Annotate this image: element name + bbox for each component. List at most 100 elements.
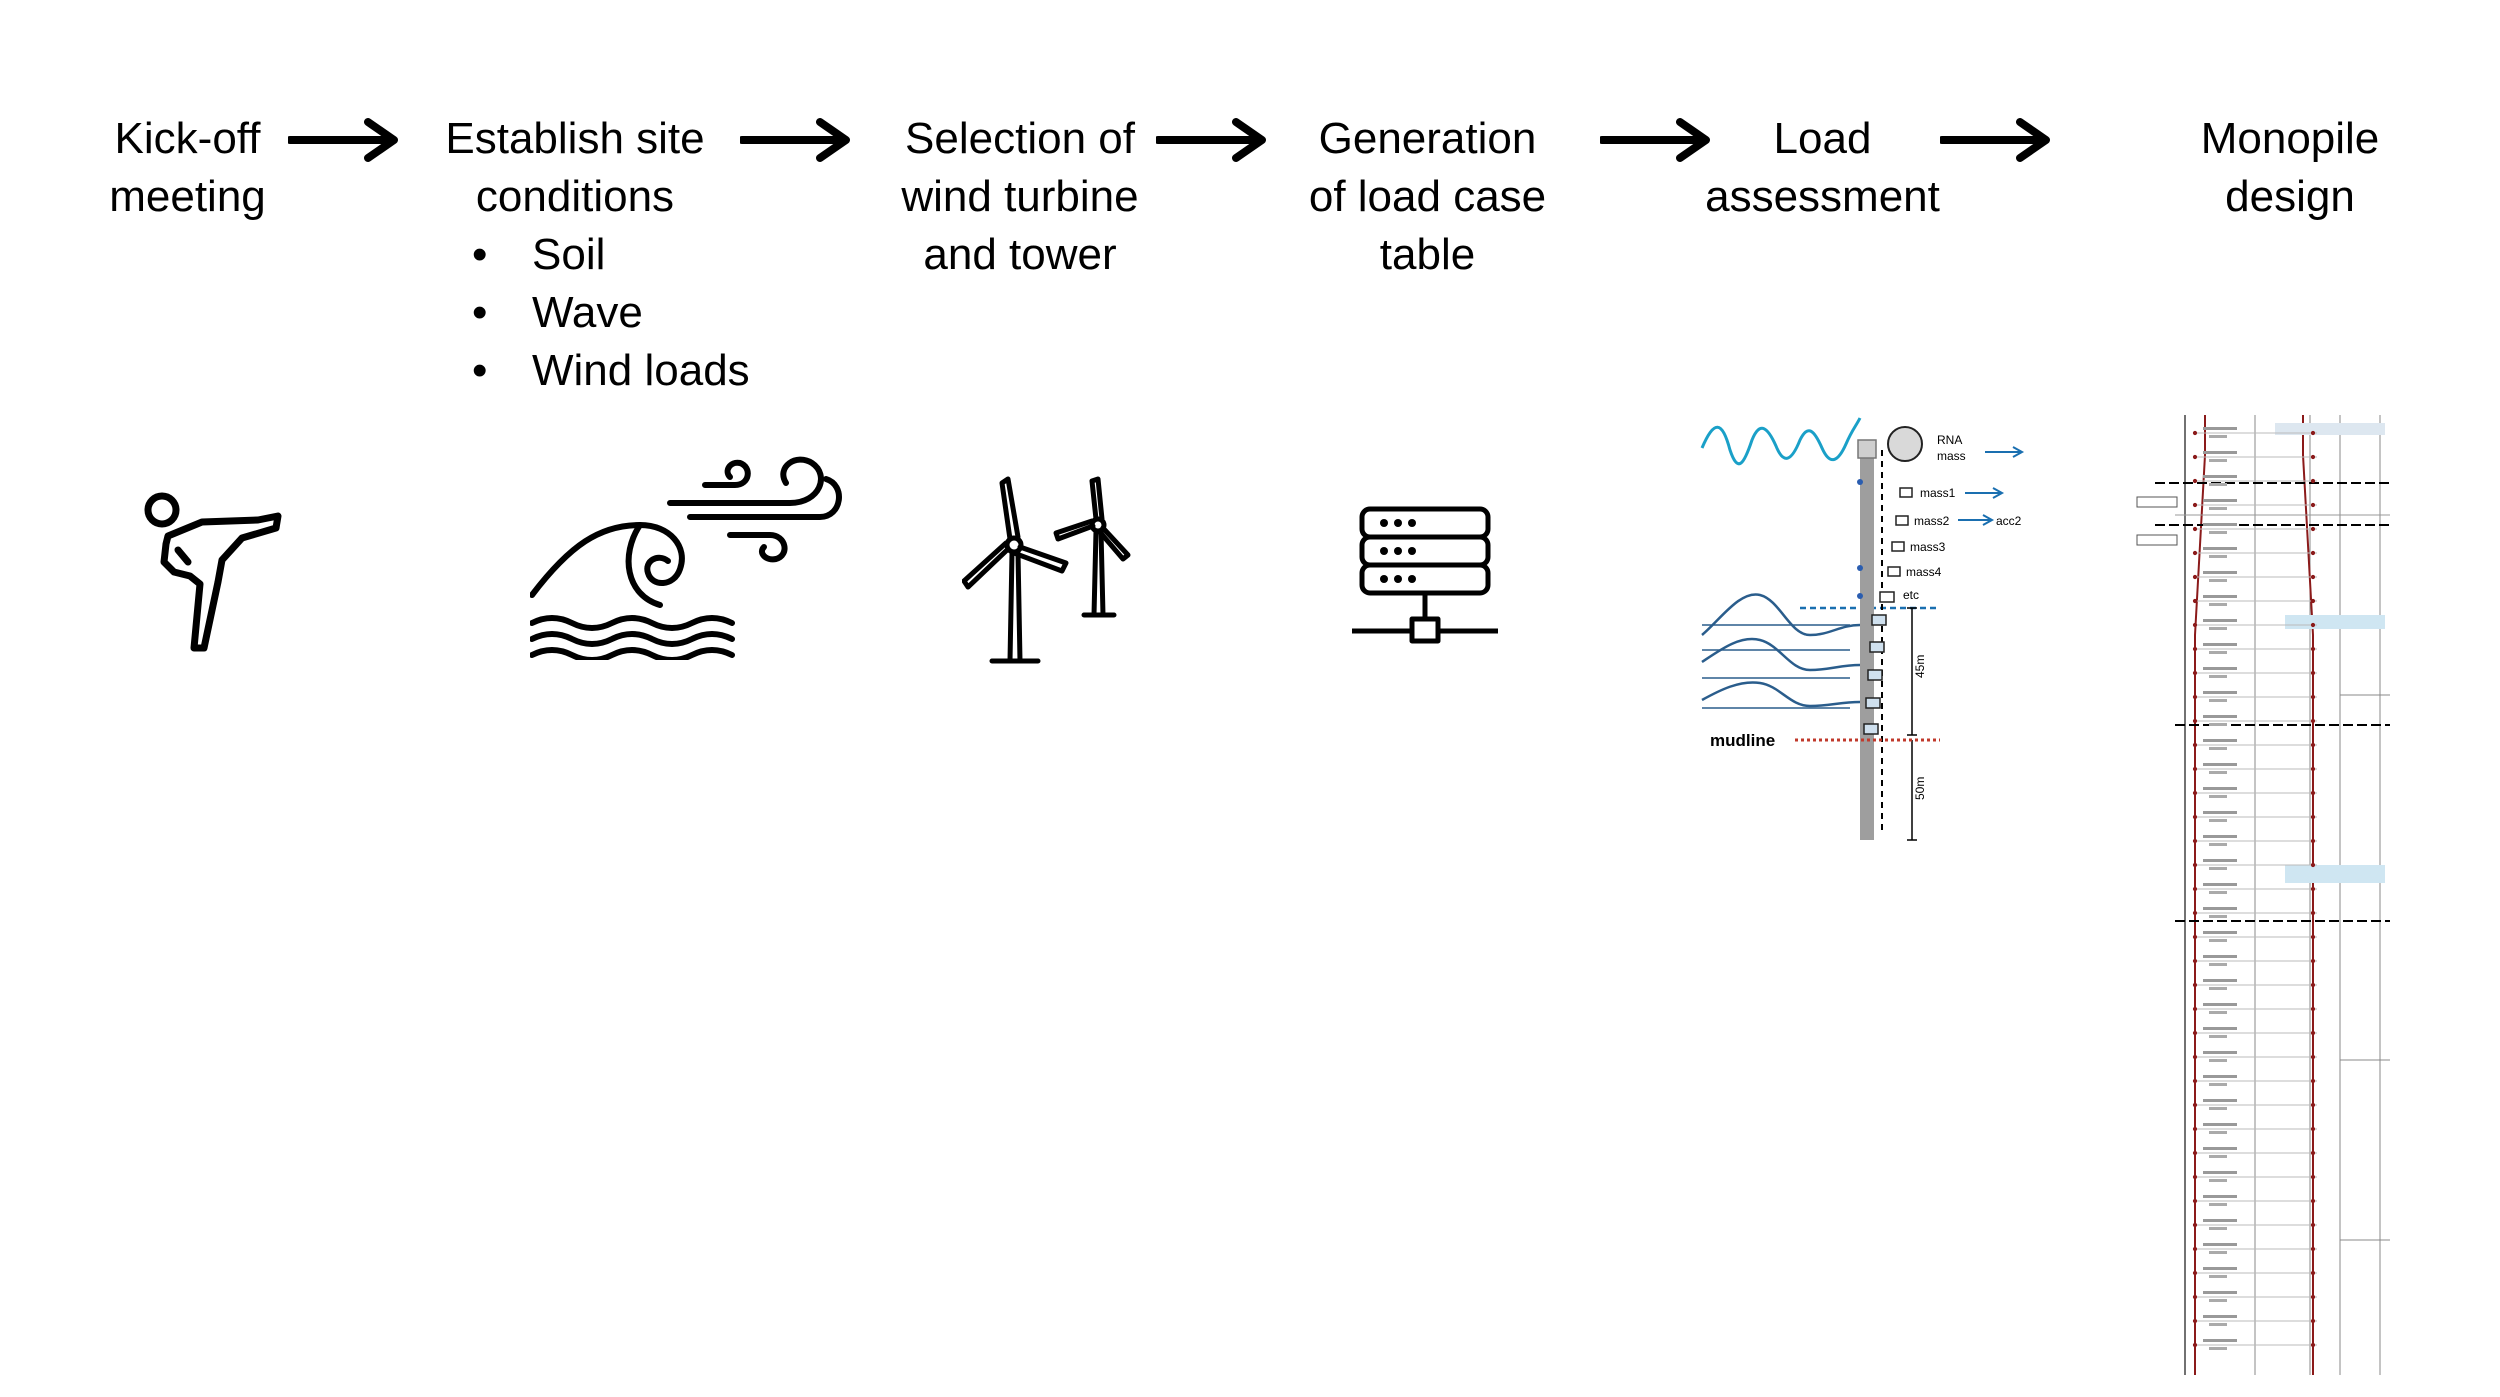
segment-node bbox=[2310, 670, 2316, 676]
segment-node bbox=[2192, 814, 2198, 820]
segment-node bbox=[2310, 1006, 2316, 1012]
segment-label-mark bbox=[2203, 763, 2237, 766]
segment-label-mark bbox=[2209, 1131, 2227, 1134]
segment-label-mark bbox=[2203, 619, 2237, 622]
segment-node bbox=[2192, 550, 2198, 556]
segment-node bbox=[2310, 1342, 2316, 1348]
embed-label: 50m bbox=[1913, 777, 1927, 800]
segment-label-mark bbox=[2209, 579, 2227, 582]
segment-node bbox=[2310, 694, 2316, 700]
segment-node bbox=[2310, 790, 2316, 796]
segment-node bbox=[2310, 862, 2316, 868]
wind-turbines-icon bbox=[962, 476, 1131, 664]
segment-label-mark bbox=[2203, 571, 2237, 574]
segment-node bbox=[2310, 1150, 2316, 1156]
segment-node bbox=[2192, 982, 2198, 988]
segment-label-mark bbox=[2203, 715, 2237, 718]
segment-label-mark bbox=[2209, 1155, 2227, 1158]
segment-node bbox=[2192, 1318, 2198, 1324]
arrow-2 bbox=[740, 118, 850, 162]
segment-label-mark bbox=[2209, 1323, 2227, 1326]
segment-node bbox=[2192, 934, 2198, 940]
segment-label-mark bbox=[2203, 955, 2237, 958]
segment-label-mark bbox=[2203, 787, 2237, 790]
segment-node bbox=[2192, 742, 2198, 748]
step-loadcase-line-2: of load case bbox=[1308, 172, 1547, 221]
step-load-assessment: Load assessment bbox=[1690, 110, 1955, 226]
segment-node bbox=[2192, 526, 2198, 532]
monopile-design-drawing bbox=[2136, 415, 2390, 1375]
step-load-line-2: assessment bbox=[1705, 172, 1940, 221]
segment-label-mark bbox=[2209, 1083, 2227, 1086]
kick-icon bbox=[144, 492, 282, 652]
segment-label-mark bbox=[2209, 1299, 2227, 1302]
segment-label-mark bbox=[2203, 1267, 2237, 1270]
segment-label-mark bbox=[2203, 1147, 2237, 1150]
segment-node bbox=[2192, 1078, 2198, 1084]
step-site-line-1: Establish site bbox=[445, 114, 705, 163]
segment-node bbox=[2310, 1222, 2316, 1228]
segment-label-mark bbox=[2203, 1099, 2237, 1102]
step-monopile-design: Monopile design bbox=[2175, 110, 2405, 226]
segment-label-mark bbox=[2209, 483, 2227, 486]
segment-label-mark bbox=[2209, 1203, 2227, 1206]
segment-label-mark bbox=[2203, 1051, 2237, 1054]
segment-node bbox=[2192, 910, 2198, 916]
segment-label-mark bbox=[2203, 499, 2237, 502]
segment-label-mark bbox=[2203, 1123, 2237, 1126]
segment-label-mark bbox=[2209, 459, 2227, 462]
segment-label-mark bbox=[2209, 795, 2227, 798]
segment-node bbox=[2192, 430, 2198, 436]
segment-node bbox=[2310, 742, 2316, 748]
segment-label-mark bbox=[2203, 811, 2237, 814]
wave-wind-icon bbox=[530, 456, 842, 660]
mudline-label: mudline bbox=[1710, 731, 1775, 750]
arrow-3 bbox=[1156, 118, 1266, 162]
bullet-wave: •Wave bbox=[472, 288, 643, 337]
segment-node bbox=[2310, 598, 2316, 604]
segment-label-mark bbox=[2203, 883, 2237, 886]
segment-node bbox=[2192, 1030, 2198, 1036]
segment-label-mark bbox=[2203, 1027, 2237, 1030]
segment-label-mark bbox=[2203, 1195, 2237, 1198]
segment-label-mark bbox=[2203, 1003, 2237, 1006]
segment-label-mark bbox=[2203, 451, 2237, 454]
bullet-soil: •Soil bbox=[472, 230, 606, 279]
segment-label-mark bbox=[2209, 675, 2227, 678]
segment-node bbox=[2310, 1030, 2316, 1036]
segment-node bbox=[2310, 1054, 2316, 1060]
segment-node bbox=[2192, 1006, 2198, 1012]
segment-label-mark bbox=[2209, 651, 2227, 654]
segment-node bbox=[2310, 958, 2316, 964]
segment-label-mark bbox=[2209, 627, 2227, 630]
arrow-5 bbox=[1940, 118, 2050, 162]
segment-node bbox=[2192, 1342, 2198, 1348]
segment-label-mark bbox=[2203, 1315, 2237, 1318]
segment-label-mark bbox=[2209, 1035, 2227, 1038]
mass1-label: mass1 bbox=[1920, 486, 1956, 500]
segment-node bbox=[2192, 1102, 2198, 1108]
step-site-line-2: conditions bbox=[475, 172, 675, 221]
segment-node bbox=[2192, 862, 2198, 868]
arrow-1 bbox=[288, 118, 398, 162]
segment-node bbox=[2310, 478, 2316, 484]
mass4-label: mass4 bbox=[1906, 565, 1942, 579]
depth-label: 45m bbox=[1913, 655, 1927, 678]
segment-node bbox=[2310, 1270, 2316, 1276]
segment-node bbox=[2310, 1102, 2316, 1108]
segment-node bbox=[2192, 1198, 2198, 1204]
segment-node bbox=[2192, 886, 2198, 892]
segment-label-mark bbox=[2203, 835, 2237, 838]
segment-label-mark bbox=[2209, 1107, 2227, 1110]
segment-node bbox=[2192, 1270, 2198, 1276]
segment-label-mark bbox=[2203, 931, 2237, 934]
segment-node bbox=[2310, 1126, 2316, 1132]
segment-node bbox=[2192, 622, 2198, 628]
segment-label-mark bbox=[2209, 1347, 2227, 1350]
segment-node bbox=[2310, 1318, 2316, 1324]
segment-label-mark bbox=[2209, 1251, 2227, 1254]
segment-node bbox=[2310, 646, 2316, 652]
segment-node bbox=[2192, 718, 2198, 724]
surface-wave-line bbox=[1700, 417, 1862, 466]
step-kickoff-line-2: meeting bbox=[109, 172, 266, 221]
